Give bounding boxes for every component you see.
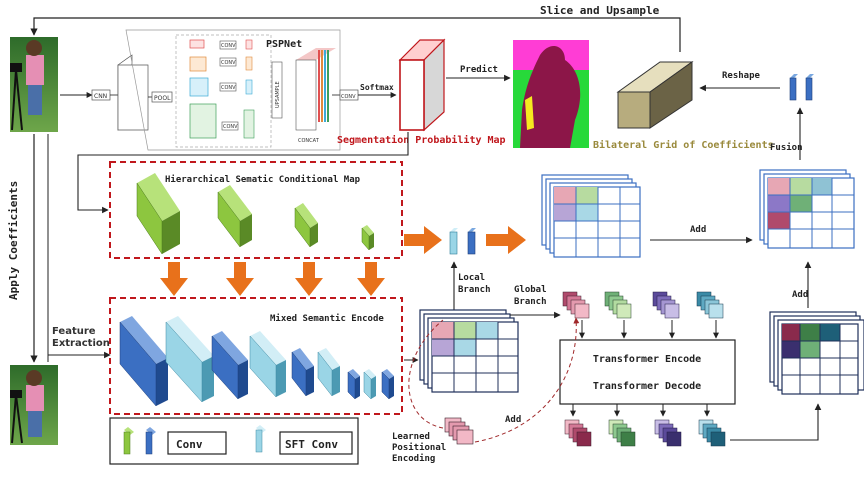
add-bottom-label: Add [505, 415, 521, 425]
global-branch-label: Global Branch [514, 285, 552, 307]
learned-pe-line3: Encoding [392, 453, 435, 464]
psp-cnn-label: CNN [94, 93, 107, 100]
psp-conv-4: CONV [223, 124, 238, 130]
encoded-grid [419, 309, 519, 393]
pe-add-dashed [474, 317, 580, 443]
output-tokens [564, 419, 726, 447]
transformer-decode-label: Transformer Decode [593, 381, 701, 392]
fused-grid [759, 169, 855, 249]
bilateral-grid-label: Bilateral Grid of Coefficients [593, 139, 774, 151]
input-photo [10, 37, 58, 132]
psp-pool-label: POOL [154, 95, 171, 102]
pspnet-label: PSPNet [266, 39, 302, 50]
token-down-arrows [579, 320, 719, 339]
transformer-out-arrows [570, 404, 710, 417]
feature-extraction-text-line2: Extraction [52, 338, 110, 349]
psp-conv-3: CONV [221, 85, 236, 91]
orange-right-arrows [404, 226, 526, 254]
local-branch-label: Local Branch [458, 273, 491, 295]
legend-conv-box [167, 431, 227, 455]
mixed-encode-label: Mixed Semantic Encode [270, 313, 384, 324]
hier-map-label: Hierarchical Sematic Conditional Map [165, 174, 361, 185]
bilateral-grid [616, 61, 694, 129]
feature-label: Feature Extraction [52, 326, 110, 349]
slice-upsample-path [30, 17, 681, 52]
hier-conv-blocks [136, 173, 374, 255]
pspnet-block: CNN POOL CONV CONV CONV CONV UPSAMPLE [60, 29, 397, 151]
reshape-label: Reshape [722, 71, 761, 81]
legend-sft-label: SFT Conv [285, 438, 338, 451]
feature-extraction-text: Feature [52, 326, 96, 337]
legend-conv-icons [123, 425, 266, 455]
mid-vectors [449, 228, 476, 255]
seg-to-hier-arrow [77, 132, 409, 214]
apply-coefficients-label: Apply Coefficients [7, 181, 20, 300]
local-branch-text-line2: Branch [458, 285, 491, 295]
psp-conv-final: CONV [341, 94, 356, 100]
reshape-vectors [789, 74, 814, 101]
mixed-encode-box [109, 297, 403, 415]
output-photo [10, 365, 58, 445]
fusion-label: Fusion [770, 142, 803, 153]
transformer-encode-label: Transformer Encode [593, 354, 701, 365]
legend-conv-label: Conv [176, 438, 203, 451]
slice-upsample-label: Slice and Upsample [540, 4, 660, 17]
positional-encoding-tokens [444, 417, 474, 445]
global-branch-text: Global [514, 285, 547, 295]
segmentation-probability-map [398, 38, 446, 132]
input-tokens [562, 291, 724, 319]
top-grid [541, 174, 641, 258]
add-right-label: Add [792, 290, 808, 300]
psp-conv-1: CONV [221, 43, 236, 49]
softmax-label: Softmax [360, 83, 394, 92]
pe-left-dashed [408, 319, 444, 429]
psp-conv-2: CONV [221, 60, 236, 66]
local-branch-text: Local [458, 273, 485, 283]
decode-to-grid-arrow [730, 403, 822, 441]
learned-pe-text: Learned [392, 432, 430, 442]
learned-pe-line2: Positional [392, 442, 446, 453]
psp-concat-label: CONCAT [298, 138, 320, 144]
add-top-label: Add [690, 225, 706, 235]
seg-prob-map-label: Segmentation Probability Map [337, 134, 506, 146]
psp-upsample-label: UPSAMPLE [275, 81, 281, 108]
transformer-box [559, 339, 736, 405]
global-branch-text-line2: Branch [514, 297, 547, 307]
orange-down-arrows [160, 262, 385, 296]
hier-map-box [109, 161, 403, 259]
segmentation-output [513, 40, 589, 149]
predict-label: Predict [460, 64, 498, 75]
legend-sft-box [279, 431, 353, 455]
global-grid [769, 311, 864, 395]
mixed-encode-blocks [119, 316, 394, 407]
